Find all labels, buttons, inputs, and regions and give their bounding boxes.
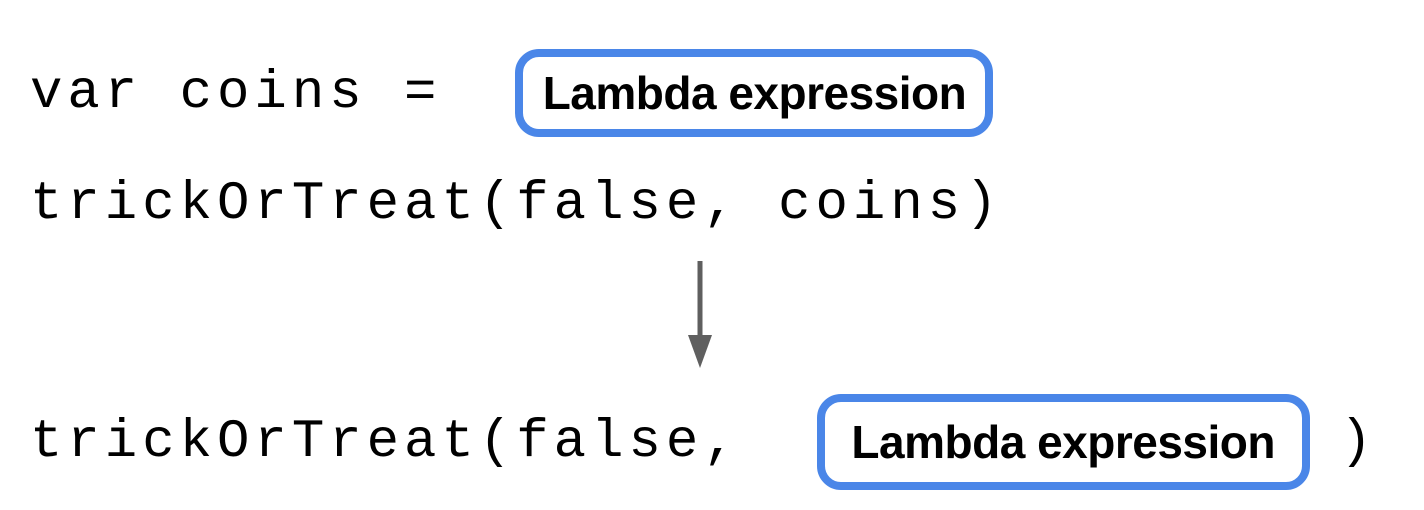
down-arrow-icon (688, 261, 712, 368)
var-declaration-row: var coins = Lambda expression (30, 49, 994, 137)
lambda-expression-label-bottom: Lambda expression (851, 416, 1275, 468)
lambda-expression-box-bottom: Lambda expression (816, 394, 1310, 490)
code-trickortreat-call-original: trickOrTreat(false, coins) (30, 174, 1003, 235)
code-trickortreat-call-before-box: trickOrTreat(false, (30, 411, 741, 473)
code-var-coins-declaration: var coins = (30, 62, 442, 124)
lambda-expression-label-top: Lambda expression (542, 67, 967, 119)
lambda-expression-box-top: Lambda expression (515, 49, 994, 137)
code-closing-paren: ) (1339, 411, 1378, 473)
substituted-call-row: trickOrTreat(false, Lambda expression ) (30, 394, 1377, 490)
